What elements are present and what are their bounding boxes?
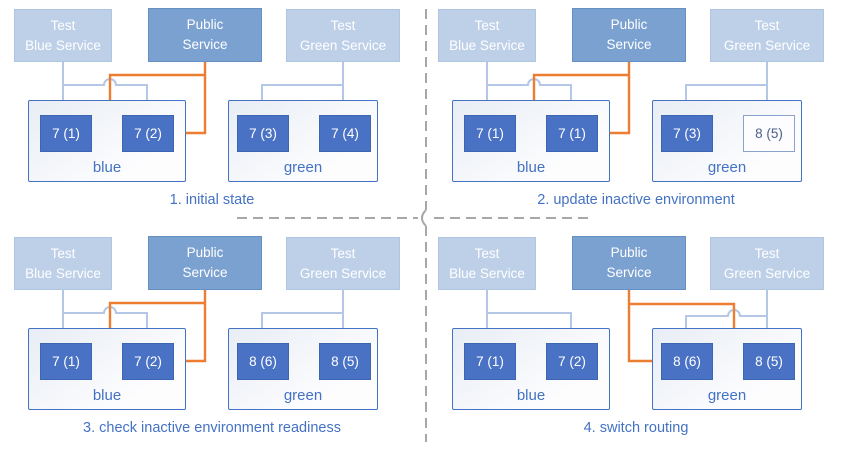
green-environment-box: 7 (3) 8 (5) green: [652, 100, 802, 182]
panel-switch-routing: Test Blue Service Public Service Test Gr…: [424, 228, 848, 456]
green-environment-box: 8 (6) 8 (5) green: [228, 328, 378, 410]
service-label-line: Green Service: [723, 265, 811, 281]
service-label-line: Service: [606, 265, 652, 280]
pod: 7 (1): [464, 115, 516, 152]
service-label-line: Test: [474, 245, 500, 261]
service-label-line: Test: [330, 245, 356, 261]
blue-environment-box: 7 (1) 7 (2) blue: [28, 328, 186, 410]
service-label-line: Service: [606, 37, 652, 52]
pod: 8 (6): [237, 343, 289, 380]
public-service-box: Public Service: [148, 236, 262, 290]
pod: 8 (6): [661, 343, 713, 380]
panel-update-inactive: Test Blue Service Public Service Test Gr…: [424, 0, 848, 228]
pod: 7 (4): [319, 115, 371, 152]
panel-caption: 2. update inactive environment: [537, 192, 735, 208]
service-label-line: Blue Service: [25, 37, 101, 53]
public-service-box: Public Service: [572, 8, 686, 62]
service-label-line: Green Service: [299, 37, 387, 53]
service-label-line: Public: [186, 245, 224, 261]
service-label-line: Test: [754, 245, 780, 261]
pod: 7 (2): [122, 343, 174, 380]
blue-environment-box: 7 (1) 7 (2) blue: [452, 328, 610, 410]
public-service-box: Public Service: [148, 8, 262, 62]
service-label-line: Test: [754, 17, 780, 33]
divider-crossing-hop: [421, 209, 427, 227]
pod: 7 (3): [237, 115, 289, 152]
panel-caption: 1. initial state: [169, 192, 255, 208]
pod: 8 (5): [319, 343, 371, 380]
pod-new-inactive: 8 (5): [743, 115, 795, 152]
pod: 7 (2): [546, 343, 598, 380]
panel-caption: 4. switch routing: [583, 420, 689, 436]
blue-environment-box: 7 (1) 7 (2) blue: [28, 100, 186, 182]
test-green-service-box: Test Green Service: [710, 9, 824, 62]
service-label-line: Test: [330, 17, 356, 33]
service-label-line: Blue Service: [449, 265, 525, 281]
service-label-line: Test: [50, 245, 76, 261]
public-service-box: Public Service: [572, 236, 686, 290]
environment-label: blue: [516, 387, 546, 404]
environment-label: blue: [92, 159, 122, 176]
pod: 7 (1): [464, 343, 516, 380]
test-blue-service-box: Test Blue Service: [14, 237, 112, 290]
test-green-service-box: Test Green Service: [710, 237, 824, 290]
test-green-service-box: Test Green Service: [286, 237, 400, 290]
green-environment-box: 7 (3) 7 (4) green: [228, 100, 378, 182]
service-label-line: Blue Service: [25, 265, 101, 281]
pod: 7 (1): [546, 115, 598, 152]
service-label-line: Public: [610, 245, 648, 261]
service-label-line: Test: [50, 17, 76, 33]
test-blue-service-box: Test Blue Service: [438, 9, 536, 62]
service-label-line: Green Service: [299, 265, 387, 281]
blue-environment-box: 7 (1) 7 (1) blue: [452, 100, 610, 182]
service-label-line: Test: [474, 17, 500, 33]
pod: 7 (3): [661, 115, 713, 152]
pod: 7 (1): [40, 343, 92, 380]
environment-label: green: [283, 159, 323, 176]
pod: 8 (5): [743, 343, 795, 380]
service-label-line: Service: [182, 265, 228, 280]
panel-initial-state: Test Blue Service Public Service Test Gr…: [0, 0, 424, 228]
environment-label: blue: [92, 387, 122, 404]
service-label-line: Public: [186, 17, 224, 33]
panel-caption: 3. check inactive environment readiness: [83, 420, 341, 436]
green-environment-box: 8 (6) 8 (5) green: [652, 328, 802, 410]
environment-label: green: [283, 387, 323, 404]
test-blue-service-box: Test Blue Service: [14, 9, 112, 62]
environment-label: green: [707, 387, 747, 404]
panel-check-readiness: Test Blue Service Public Service Test Gr…: [0, 228, 424, 456]
test-green-service-box: Test Green Service: [286, 9, 400, 62]
service-label-line: Green Service: [723, 37, 811, 53]
service-label-line: Blue Service: [449, 37, 525, 53]
test-blue-service-box: Test Blue Service: [438, 237, 536, 290]
service-label-line: Service: [182, 37, 228, 52]
pod: 7 (1): [40, 115, 92, 152]
service-label-line: Public: [610, 17, 648, 33]
environment-label: green: [707, 159, 747, 176]
environment-label: blue: [516, 159, 546, 176]
pod: 7 (2): [122, 115, 174, 152]
